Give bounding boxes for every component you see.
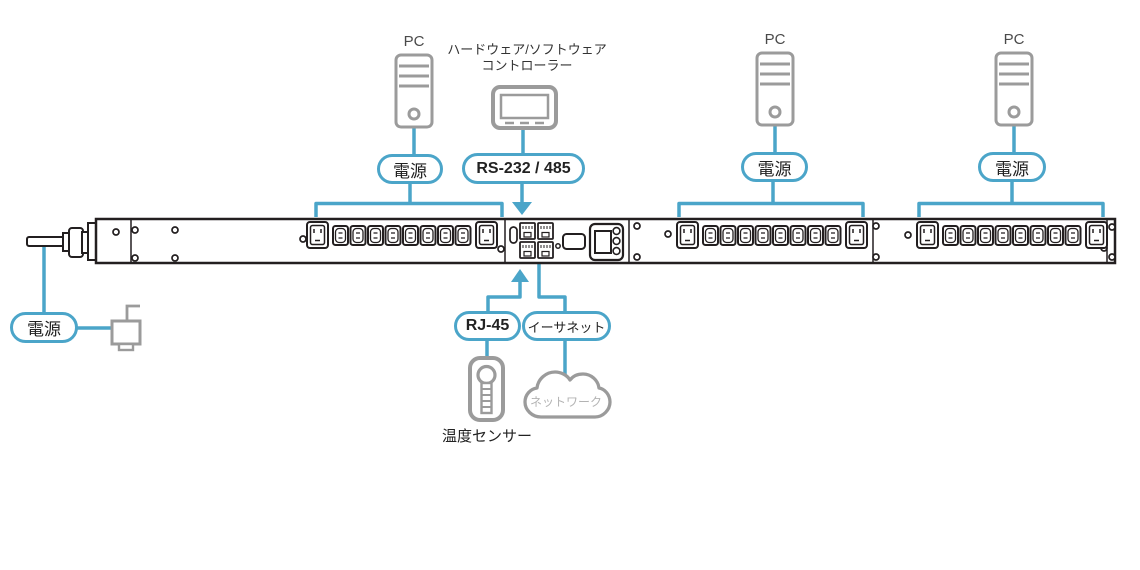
display-screen — [594, 230, 612, 254]
display-button-3 — [612, 246, 621, 256]
controller-label: ハードウェア/ソフトウェア コントローラー — [447, 42, 607, 73]
connectors — [42, 125, 1105, 378]
power-pill-pc2: 電源 — [741, 152, 808, 182]
pc-label-2: PC — [764, 31, 786, 48]
network-cloud-label: ネットワーク — [529, 395, 602, 409]
connector-power3-bracket — [917, 180, 1105, 217]
console-pill-slot — [509, 226, 518, 244]
pdu-strip — [26, 217, 1117, 265]
console-reset-button — [562, 233, 586, 250]
connector-rs232-console-arrow — [512, 181, 532, 215]
console-screw — [555, 243, 561, 249]
power-cord — [26, 222, 98, 261]
ethernet-pill: イーサネット — [522, 311, 611, 341]
connector-console-ethernet — [537, 264, 567, 313]
connector-power1-bracket — [314, 181, 504, 217]
display-button-1 — [612, 226, 621, 236]
pc-label-1: PC — [403, 33, 425, 50]
console-display-panel — [588, 222, 625, 262]
power-pill-pc3: 電源 — [978, 152, 1046, 182]
rs232-pill: RS-232 / 485 — [462, 153, 585, 184]
pc-tower-icon-3 — [994, 51, 1034, 127]
controller-icon — [491, 85, 558, 130]
power-pill-input: 電源 — [10, 312, 78, 343]
display-button-2 — [612, 236, 621, 246]
pc-tower-icon-2 — [755, 51, 795, 127]
pdu-dividers — [130, 220, 1108, 262]
connector-console-rj45-arrow — [486, 269, 529, 313]
power-plug-icon — [110, 304, 142, 352]
rj45-pill: RJ-45 — [454, 311, 521, 341]
power-pill-pc1: 電源 — [377, 154, 443, 184]
connector-power2-bracket — [677, 180, 865, 217]
temperature-sensor-icon — [468, 356, 505, 422]
temperature-sensor-label: 温度センサー — [441, 428, 532, 445]
network-cloud-icon — [523, 370, 612, 419]
pc-label-3: PC — [1003, 31, 1025, 48]
pdu-console — [509, 222, 625, 262]
